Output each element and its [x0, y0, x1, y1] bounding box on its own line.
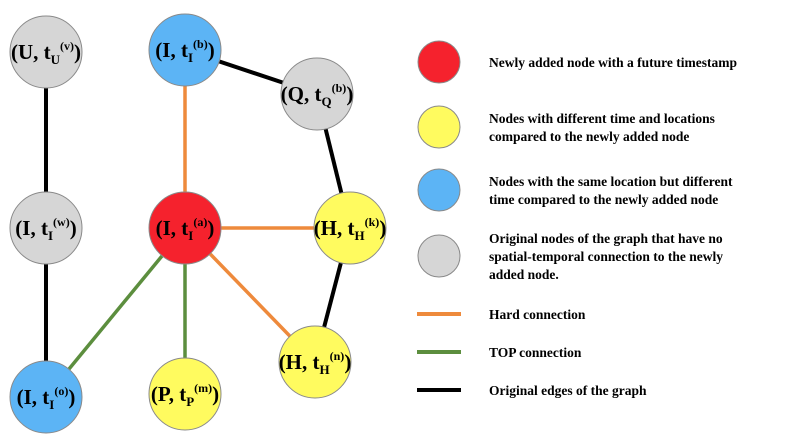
- node-circle-H_n: [278, 325, 352, 399]
- node-label-suffix: ): [379, 216, 386, 240]
- node-circle-U_v: [9, 15, 83, 89]
- node-label-suffix: ): [346, 82, 353, 106]
- node-label-subscript: H: [355, 228, 365, 243]
- legend-item-blue: Nodes with the same location but differe…: [417, 168, 733, 212]
- node-label-H_n: (H, tH(n)): [279, 349, 352, 377]
- legend-text-line: Newly added node with a future timestamp: [489, 55, 737, 70]
- node-circle-I_b: [148, 13, 222, 87]
- legend-swatch-gray: [417, 234, 461, 278]
- node-label-P_m: (P, tP(m)): [151, 381, 219, 409]
- legend: Newly added node with a future timestamp…: [417, 40, 737, 398]
- node-label-superscript: (b): [193, 37, 208, 51]
- legend-swatch-blue: [417, 168, 461, 212]
- node-U_v: (U, tU(v)): [9, 15, 83, 89]
- legend-swatch-red: [417, 40, 461, 84]
- legend-line-item-green: TOP connection: [417, 345, 582, 360]
- node-circle-H_k: [313, 191, 387, 265]
- node-label-superscript: (w): [53, 215, 70, 229]
- node-label-I_b: (I, tI(b)): [155, 37, 214, 65]
- node-circle-I_o: [9, 360, 83, 434]
- node-label-suffix: ): [208, 38, 215, 62]
- node-label-I_o: (I, tI(o)): [17, 384, 76, 412]
- legend-line-label: Hard connection: [489, 307, 586, 322]
- node-label-suffix: ): [68, 385, 75, 409]
- node-label-I_w: (I, tI(w)): [15, 215, 76, 243]
- legend-line-label: Original edges of the graph: [489, 383, 647, 398]
- node-label-superscript: (b): [332, 81, 347, 95]
- node-label-H_k: (H, tH(k)): [314, 215, 387, 243]
- node-H_n: (H, tH(n)): [278, 325, 352, 399]
- legend-text-line: Original nodes of the graph that have no: [489, 231, 723, 246]
- node-label-subscript: P: [186, 394, 194, 409]
- node-circle-Q_b: [280, 57, 354, 131]
- node-label-prefix: (I, t: [156, 216, 189, 240]
- node-label-subscript: Q: [322, 94, 332, 109]
- node-label-prefix: (I, t: [15, 216, 48, 240]
- node-label-superscript: (k): [365, 215, 380, 229]
- node-Q_b: (Q, tQ(b)): [280, 57, 354, 131]
- legend-swatch-yellow: [417, 105, 461, 149]
- node-I_a: (I, tI(a)): [148, 191, 222, 265]
- node-label-superscript: (o): [54, 384, 68, 398]
- node-label-subscript: I: [48, 228, 53, 243]
- node-label-prefix: (I, t: [155, 38, 188, 62]
- node-label-subscript: I: [49, 397, 54, 412]
- node-label-prefix: (P, t: [151, 382, 186, 406]
- node-label-superscript: (m): [194, 381, 212, 395]
- legend-item-red: Newly added node with a future timestamp: [417, 40, 737, 84]
- legend-text-line: time compared to the newly added node: [489, 192, 718, 207]
- node-label-subscript: U: [51, 52, 61, 67]
- legend-text-line: Nodes with the same location but differe…: [489, 174, 733, 189]
- node-circle-I_w: [9, 191, 83, 265]
- node-label-suffix: ): [212, 382, 219, 406]
- node-label-prefix: (H, t: [279, 350, 320, 374]
- node-H_k: (H, tH(k)): [313, 191, 387, 265]
- node-P_m: (P, tP(m)): [148, 357, 222, 431]
- node-label-superscript: (v): [60, 39, 74, 53]
- node-label-prefix: (U, t: [11, 40, 51, 64]
- legend-text-line: Nodes with different time and locations: [489, 111, 715, 126]
- node-label-subscript: I: [188, 228, 193, 243]
- node-circle-P_m: [148, 357, 222, 431]
- node-label-I_a: (I, tI(a)): [156, 215, 215, 243]
- graph-nodes: (U, tU(v))(I, tI(b))(Q, tQ(b))(I, tI(w))…: [9, 13, 387, 434]
- legend-line-label: TOP connection: [489, 345, 582, 360]
- node-label-prefix: (Q, t: [281, 82, 322, 106]
- node-label-prefix: (I, t: [17, 385, 50, 409]
- node-label-subscript: I: [188, 50, 193, 65]
- node-I_w: (I, tI(w)): [9, 191, 83, 265]
- node-I_b: (I, tI(b)): [148, 13, 222, 87]
- legend-text-line: spatial-temporal connection to the newly: [489, 249, 723, 264]
- node-label-suffix: ): [207, 216, 214, 240]
- node-label-prefix: (H, t: [314, 216, 355, 240]
- node-circle-I_a: [148, 191, 222, 265]
- node-label-Q_b: (Q, tQ(b)): [281, 81, 354, 109]
- node-label-subscript: H: [320, 362, 330, 377]
- node-label-suffix: ): [70, 216, 77, 240]
- legend-line-item-black: Original edges of the graph: [417, 383, 647, 398]
- node-label-superscript: (n): [330, 349, 345, 363]
- node-label-U_v: (U, tU(v)): [11, 39, 81, 67]
- node-label-superscript: (a): [193, 215, 207, 229]
- node-I_o: (I, tI(o)): [9, 360, 83, 434]
- legend-item-gray: Original nodes of the graph that have no…: [417, 231, 723, 282]
- legend-item-yellow: Nodes with different time and locations c…: [417, 105, 715, 149]
- node-label-suffix: ): [344, 350, 351, 374]
- node-label-suffix: ): [74, 40, 81, 64]
- legend-text-line: added node.: [489, 267, 559, 282]
- legend-text-line: compared to the newly added node: [489, 129, 689, 144]
- legend-line-item-orange: Hard connection: [417, 307, 586, 322]
